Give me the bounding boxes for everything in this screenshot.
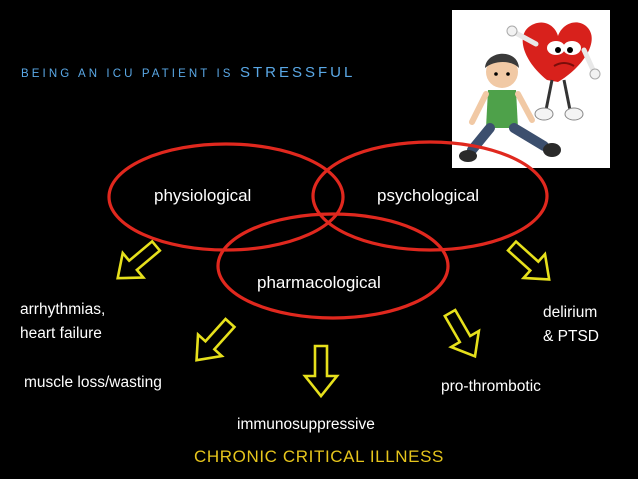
pro-thrombotic-label: pro-thrombotic	[441, 378, 541, 395]
psychological-label: psychological	[377, 186, 480, 205]
delirium-label: delirium	[543, 304, 598, 321]
heart-character-icon	[452, 10, 610, 168]
muscle-loss-label: muscle loss/wasting	[24, 374, 162, 391]
arrhythmias-label: arrhythmias,	[20, 301, 106, 318]
title-prefix: BEING AN ICU PATIENT IS	[21, 68, 234, 80]
ptsd-label: & PTSD	[543, 328, 599, 345]
pharmacological-label: pharmacological	[257, 273, 381, 292]
arrow-to-pro-thrombotic	[434, 303, 491, 366]
arrow-to-immunosuppressive	[303, 344, 339, 398]
arrow-to-delirium	[499, 232, 562, 293]
heart-failure-label: heart failure	[20, 325, 102, 342]
immunosuppressive-label: immunosuppressive	[237, 416, 375, 433]
footer-caption: CHRONIC CRITICAL ILLNESS	[194, 447, 444, 466]
title-emphasis: STRESSFUL	[239, 64, 356, 81]
slide-title: BEING AN ICU PATIENT IS STRESSFUL	[21, 64, 355, 82]
pharmacological-circle	[216, 212, 450, 320]
arrow-to-arrhythmias	[106, 232, 168, 292]
stressed-heart-illustration	[452, 10, 610, 168]
physiological-circle	[107, 142, 345, 252]
psychological-circle	[311, 140, 549, 252]
physiological-label: physiological	[154, 186, 252, 205]
arrow-to-muscle-loss	[183, 310, 244, 373]
